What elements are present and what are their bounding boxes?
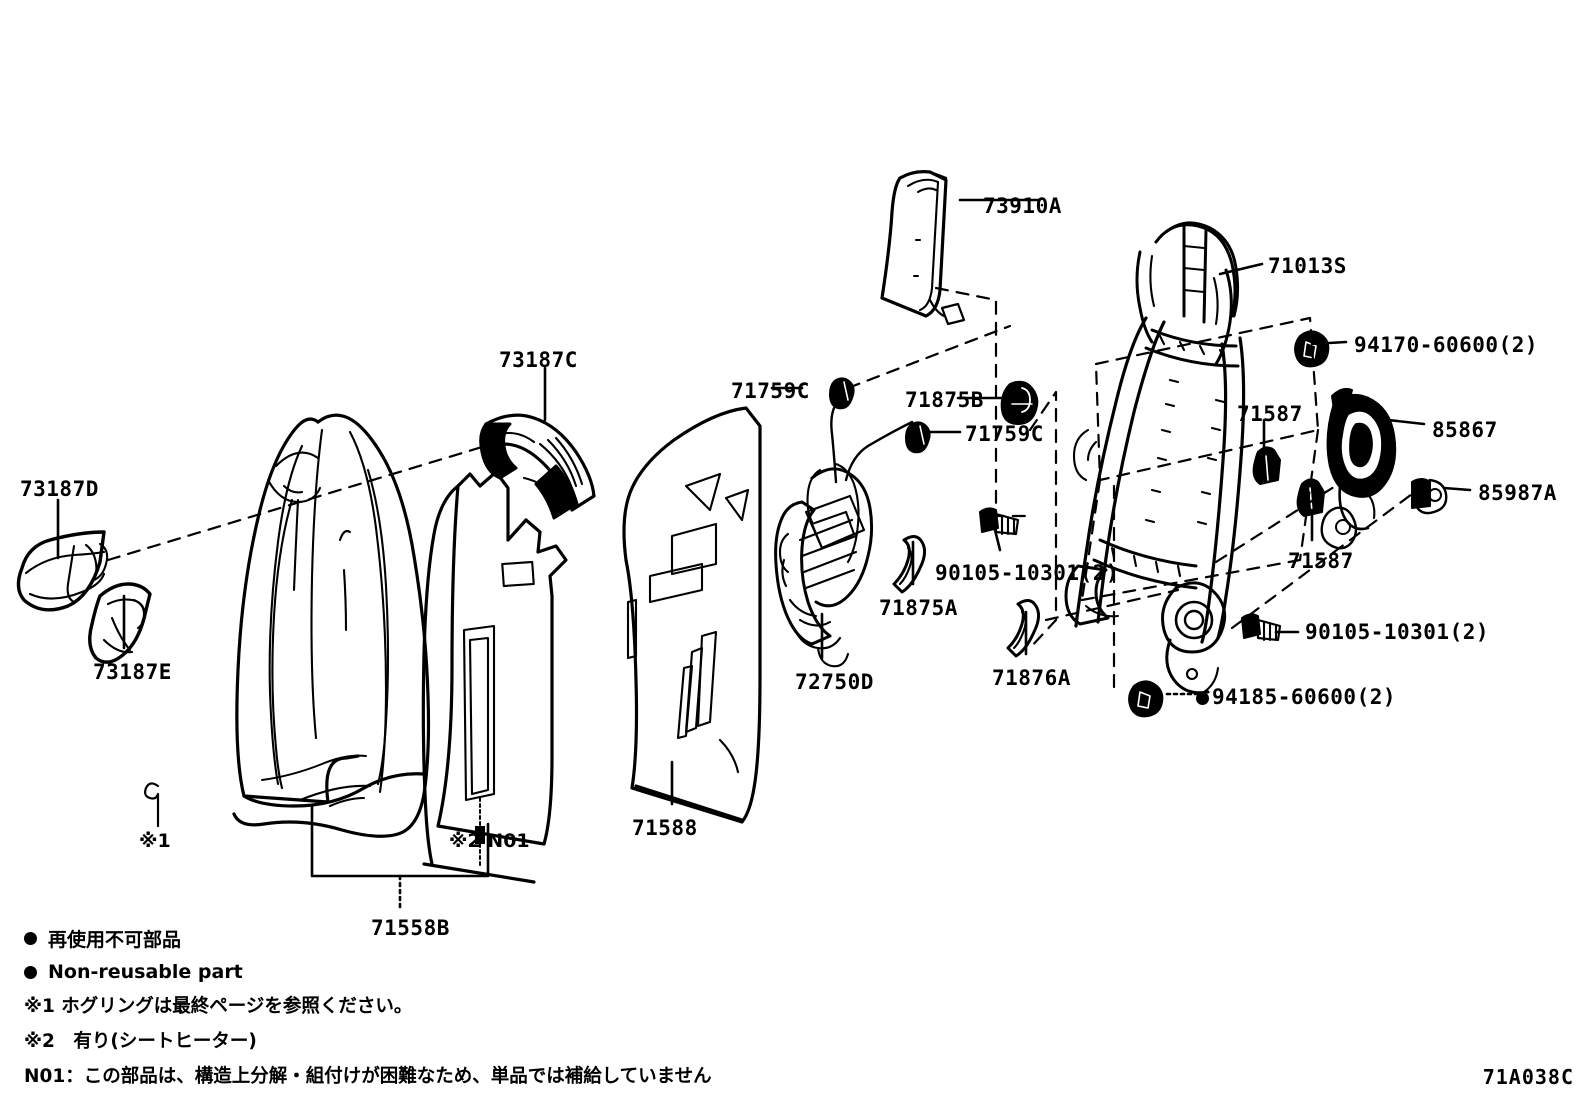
part-label-90105-10301-right: 90105-10301(2) — [1305, 620, 1490, 644]
part-shape-71013S — [1064, 221, 1246, 695]
part-label-71588: 71588 — [632, 816, 698, 840]
part-label-73187E: 73187E — [93, 660, 172, 684]
part-shape-71875A — [892, 535, 927, 594]
part-shape-71558B — [144, 413, 431, 838]
part-shape-85867 — [1320, 387, 1397, 550]
part-shape-73187D — [16, 530, 109, 612]
part-label-71875B: 71875B — [905, 388, 984, 412]
part-label-94170-60600: 94170-60600(2) — [1354, 333, 1539, 357]
part-shape-90105-bolt-left — [979, 507, 1020, 536]
part-label-73187C: 73187C — [499, 348, 578, 372]
part-shape-71876A — [1006, 599, 1041, 658]
legend-nonreusable-jp-text: 再使用不可部品 — [48, 929, 182, 951]
legend-note-3: N01：この部品は、構造上分解・組付けが困難なため、単品では補給していません — [24, 1066, 712, 1087]
part-label-90105-10301-left: 90105-10301(2) — [935, 561, 1120, 585]
leader-lines — [56, 198, 1472, 912]
part-label-72750D: 72750D — [795, 670, 874, 694]
part-shape-94185-60600 — [1128, 680, 1164, 718]
part-shape-73910A — [880, 170, 966, 326]
part-shape-90105-bolt-right — [1241, 613, 1282, 642]
part-label-71759C-lower: 71759C — [965, 422, 1044, 446]
part-shape-71588 — [622, 406, 762, 824]
diagram-code: 71A038C — [1482, 1065, 1574, 1089]
part-label-71013S: 71013S — [1268, 254, 1347, 278]
assembly-lines — [106, 286, 1414, 690]
part-shape-72750D — [774, 406, 914, 668]
part-label-85867: 85867 — [1432, 418, 1498, 442]
part-shape-71875B — [1000, 380, 1039, 425]
marker-seat-heater: ※2 N01 — [449, 830, 530, 852]
nonreusable-bullet-icon — [24, 932, 37, 945]
part-shape-73187C — [479, 413, 596, 520]
part-label-71558B: 71558B — [371, 916, 450, 940]
part-shape-71759C-upper — [829, 377, 855, 410]
legend-note-1: ※1 ホグリングは最終ページを参照ください。 — [24, 996, 413, 1017]
part-label-71759C-upper: 71759C — [731, 379, 810, 403]
part-label-94185-60600-text: 94185-60600(2) — [1212, 685, 1397, 709]
part-shape-seat-pad — [421, 470, 568, 884]
legend-row-nonreusable-en: Non-reusable part — [24, 961, 784, 983]
part-shape-71759C-lower — [905, 421, 931, 454]
part-label-71876A: 71876A — [992, 666, 1071, 690]
part-label-73910A: 73910A — [983, 194, 1062, 218]
nonreusable-bullet-icon — [1196, 691, 1209, 705]
part-label-71587-lower: 71587 — [1288, 549, 1354, 573]
part-label-71875A: 71875A — [879, 596, 958, 620]
legend-note-2: ※2 有り(シートヒーター) — [24, 1031, 257, 1052]
legend-row-nonreusable-jp: 再使用不可部品 — [24, 925, 784, 952]
part-shape-73187E — [88, 582, 152, 664]
legend-nonreusable-en-text: Non-reusable part — [48, 961, 243, 983]
legend-block: 再使用不可部品 Non-reusable part ※1 ホグリングは最終ページ… — [24, 925, 784, 1097]
part-shape-94170-60600 — [1294, 330, 1330, 368]
part-label-94185-60600: 94185-60600(2) — [1196, 687, 1396, 708]
part-shape-71587-upper — [1252, 446, 1281, 485]
nonreusable-bullet-icon — [24, 965, 37, 979]
part-label-71587-upper: 71587 — [1237, 402, 1303, 426]
part-label-73187D: 73187D — [20, 477, 99, 501]
marker-hog-ring: ※1 — [139, 830, 171, 852]
part-shape-85987A — [1411, 478, 1448, 515]
part-label-85987A: 85987A — [1478, 481, 1557, 505]
